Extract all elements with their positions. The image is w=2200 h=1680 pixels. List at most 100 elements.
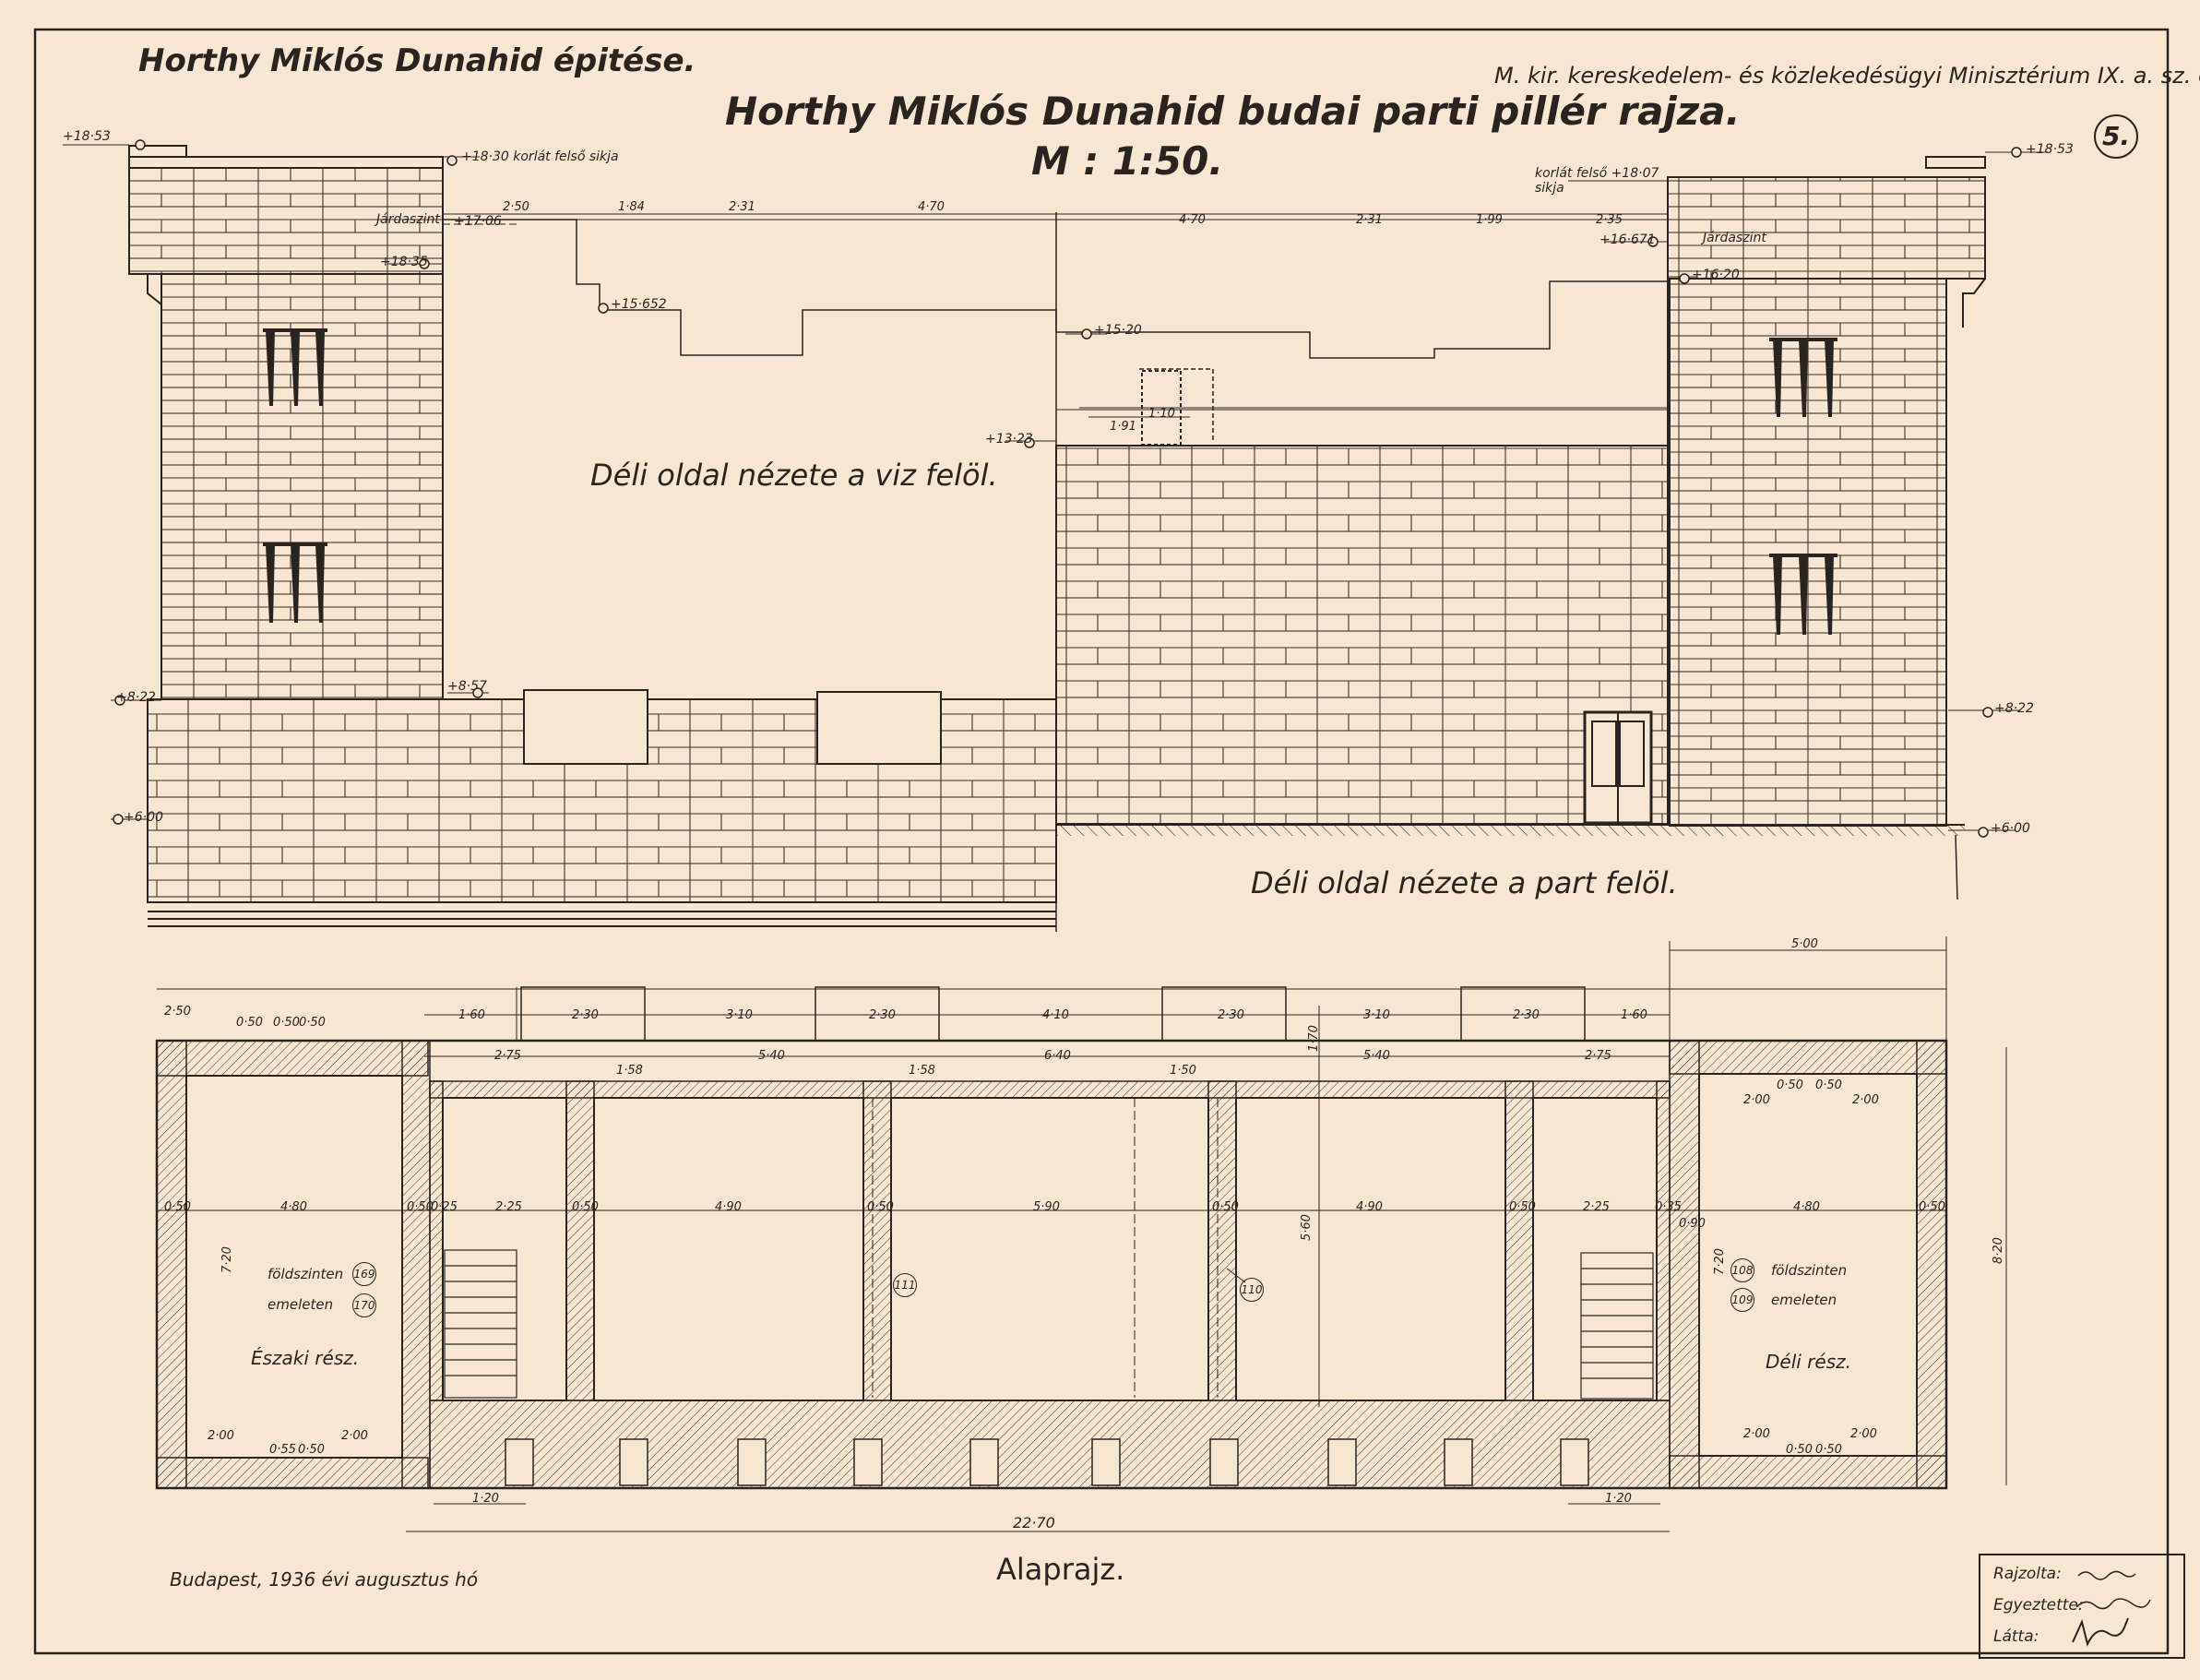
north-ground-label: földszinten [268, 1266, 344, 1282]
view-label-plan: Alaprajz. [996, 1552, 1125, 1587]
room-number-110: 110 [1240, 1278, 1264, 1302]
drawing-scale: M : 1:50. [1031, 138, 1224, 184]
dimension-label: 7·20 [1713, 1248, 1727, 1275]
dimension-label: 6·40 [1044, 1049, 1071, 1063]
seen-by: Látta: [1993, 1627, 2039, 1646]
dim-199: 1·99 [1476, 213, 1503, 227]
checked-by: Egyeztette: [1993, 1596, 2084, 1614]
dimension-label: 1·58 [909, 1064, 935, 1078]
dim-110: 1·10 [1148, 407, 1175, 421]
dimension-label: 4·80 [1793, 1200, 1820, 1214]
dimension-label: 3·10 [1363, 1008, 1390, 1022]
dimension-label: 5·00 [1791, 937, 1818, 951]
stairs-left [444, 1249, 517, 1399]
level-16671: +16·671 [1599, 232, 1656, 247]
south-upper-number: 109 [1730, 1288, 1754, 1312]
dimension-label: 0·55 [269, 1443, 296, 1457]
north-ground-number: 169 [352, 1262, 376, 1286]
signature-box: Rajzolta: Egyeztette: Látta: [1979, 1554, 2185, 1659]
elevation-dimensions: 2·50 1·84 2·31 4·70 4·70 2·31 1·99 2·35 … [503, 200, 1623, 434]
dimension-label: 2·00 [1743, 1093, 1770, 1107]
level-822-left: +8·22 [116, 690, 156, 705]
dimension-label: 5·90 [1033, 1200, 1060, 1214]
right-tower-body [1669, 278, 1947, 827]
dimension-label: 0·50 [164, 1200, 191, 1214]
ministry-text: M. kir. kereskedelem- és közlekedésügyi … [1494, 63, 2200, 89]
south-ground-label: földszinten [1771, 1262, 1848, 1279]
dimension-label: 5·60 [1300, 1214, 1314, 1241]
south-upper-label: emeleten [1771, 1292, 1837, 1308]
plan-dimensions: 1·60 2·30 3·10 2·30 4·10 2·30 3·10 2·30 … [164, 937, 2005, 1531]
north-room-name: Északi rész. [251, 1347, 360, 1369]
dimension-label: 0·50 [1786, 1443, 1813, 1457]
dimension-label: 2·00 [1743, 1427, 1770, 1441]
dimension-label: 2·75 [1585, 1049, 1611, 1063]
dimension-label: 0·35 [1655, 1200, 1682, 1214]
north-upper-number: 170 [352, 1293, 376, 1317]
dimension-label: 1·60 [458, 1008, 485, 1022]
view-label-water: Déli oldal nézete a viz felöl. [590, 458, 998, 493]
dimension-label: 5·40 [1363, 1049, 1390, 1063]
dim-470a: 4·70 [918, 200, 945, 214]
dim-184: 1·84 [618, 200, 645, 214]
dimension-label: 1·70 [1307, 1025, 1321, 1052]
dimension-label: 3·10 [726, 1008, 753, 1022]
dimension-label: 0·50 [299, 1016, 326, 1030]
dimension-label: 1·60 [1621, 1008, 1647, 1022]
total-length: 22·70 [1013, 1514, 1055, 1531]
ground-hatch [1056, 825, 1965, 836]
elevation-view [63, 139, 2048, 932]
dimension-label: 8·20 [1992, 1237, 2005, 1264]
label-sidewalk-right: Járdaszint [1703, 231, 1766, 245]
level-1706: +17·06 [454, 214, 502, 229]
room-number-111: 111 [893, 1273, 917, 1297]
dimension-label: 1·50 [1170, 1064, 1196, 1078]
level-left-top: +18·53 [63, 129, 111, 144]
dimension-label: 0·50 [1212, 1200, 1239, 1214]
dimension-label: 2·30 [869, 1008, 896, 1022]
dimension-label: 2·00 [1850, 1427, 1877, 1441]
level-left-railing: +18·30 korlát felső sikja [461, 149, 619, 164]
drawing-title: Horthy Miklós Dunahid budai parti pillér… [725, 89, 1741, 134]
dimension-label: 0·50 [236, 1016, 263, 1030]
dimension-label: 7·20 [220, 1246, 234, 1273]
dimension-label: 2·00 [341, 1429, 368, 1443]
dim-235: 2·35 [1596, 213, 1623, 227]
dimension-label: 2·75 [494, 1049, 521, 1063]
right-arrow-slits [1769, 338, 1837, 635]
dimension-label: 0·50 [1815, 1443, 1842, 1457]
level-right-railing: korlát felső +18·07 sikja [1535, 166, 1659, 196]
level-1323: +13·23 [985, 432, 1033, 447]
label-sidewalk-left: Járdaszint [376, 212, 440, 227]
floor-plan [155, 936, 2007, 1532]
dimension-label: 0·50 [572, 1200, 599, 1214]
dimension-label: 1·20 [472, 1492, 499, 1506]
drawn-by: Rajzolta: [1993, 1565, 2062, 1583]
dimension-label: 4·80 [280, 1200, 307, 1214]
dimension-label: 2·00 [1852, 1093, 1879, 1107]
dim-231a: 2·31 [729, 200, 755, 214]
dimension-label: 4·10 [1042, 1008, 1069, 1022]
dimension-label: 2·30 [1513, 1008, 1540, 1022]
dimension-label: 5·40 [758, 1049, 785, 1063]
dimension-label: 2·25 [495, 1200, 522, 1214]
dimension-label: 1·58 [616, 1064, 643, 1078]
level-1520: +15·20 [1094, 323, 1142, 338]
level-822-right: +8·22 [1994, 701, 2034, 716]
dimension-label: 2·30 [572, 1008, 599, 1022]
dimension-label: 0·50 [1919, 1200, 1945, 1214]
level-600-right: +6·00 [1991, 821, 2030, 836]
project-title: Horthy Miklós Dunahid épitése. [138, 42, 696, 79]
level-857: +8·57 [447, 679, 487, 694]
north-upper-label: emeleten [268, 1296, 334, 1313]
dimension-label: 2·30 [1218, 1008, 1244, 1022]
level-15652: +15·652 [611, 297, 667, 312]
level-right-top: +18·53 [2026, 142, 2074, 157]
dim-470b: 4·70 [1179, 213, 1206, 227]
dimension-label: 2·00 [208, 1429, 234, 1443]
dimension-label: 0·50 [867, 1200, 894, 1214]
dimension-label: 0·50 [273, 1016, 300, 1030]
sheet-number: 5. [2094, 114, 2138, 159]
